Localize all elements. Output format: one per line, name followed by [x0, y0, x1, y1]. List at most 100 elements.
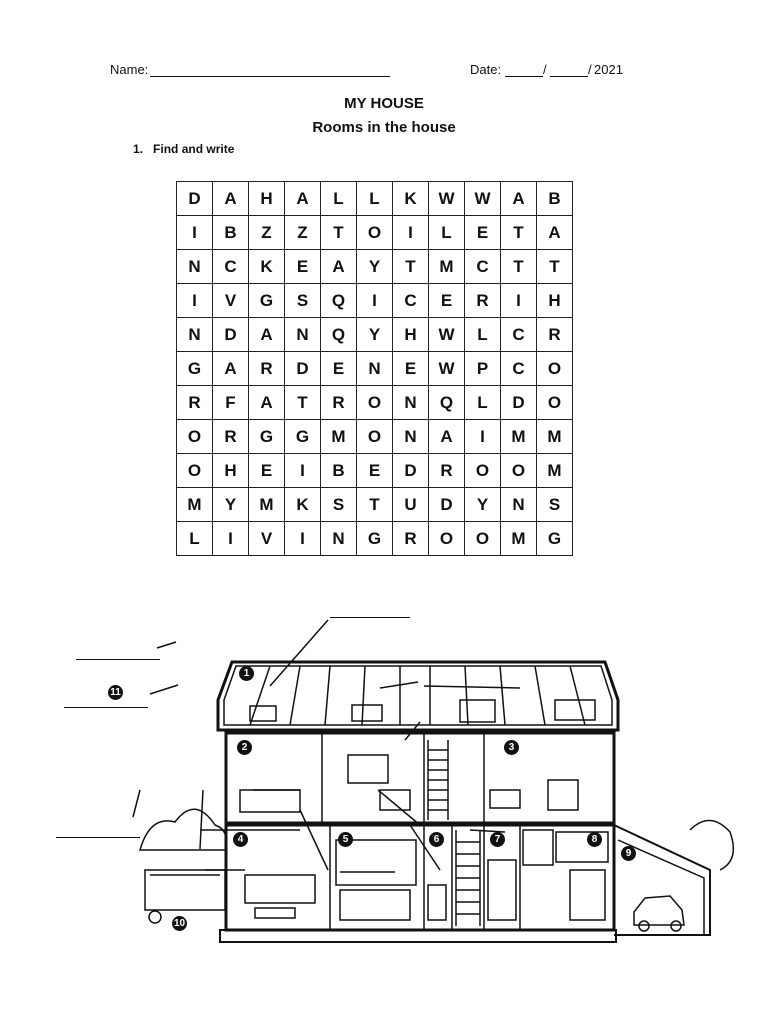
word-search-cell[interactable]: O [176, 419, 213, 454]
answer-blank-4[interactable] [56, 837, 140, 838]
word-search-cell[interactable]: I [464, 419, 501, 454]
word-search-cell[interactable]: A [284, 181, 321, 216]
word-search-cell[interactable]: G [248, 283, 285, 318]
word-search-cell[interactable]: A [248, 317, 285, 352]
word-search-cell[interactable]: W [428, 351, 465, 386]
word-search-cell[interactable]: G [284, 419, 321, 454]
word-search-cell[interactable]: A [500, 181, 537, 216]
word-search-cell[interactable]: M [320, 419, 357, 454]
word-search-cell[interactable]: R [176, 385, 213, 420]
word-search-cell[interactable]: E [464, 215, 501, 250]
word-search-cell[interactable]: N [176, 317, 213, 352]
word-search-cell[interactable]: A [212, 351, 249, 386]
word-search-cell[interactable]: A [536, 215, 573, 250]
word-search-cell[interactable]: R [392, 521, 429, 556]
word-search-cell[interactable]: G [356, 521, 393, 556]
word-search-cell[interactable]: O [464, 521, 501, 556]
word-search-cell[interactable]: T [392, 249, 429, 284]
word-search-cell[interactable]: R [248, 351, 285, 386]
word-search-cell[interactable]: Y [464, 487, 501, 522]
word-search-cell[interactable]: W [464, 181, 501, 216]
word-search-cell[interactable]: G [248, 419, 285, 454]
word-search-cell[interactable]: A [212, 181, 249, 216]
word-search-cell[interactable]: Y [356, 249, 393, 284]
answer-blank-1[interactable] [330, 617, 410, 618]
word-search-cell[interactable]: V [212, 283, 249, 318]
word-search-cell[interactable]: O [356, 215, 393, 250]
word-search-cell[interactable]: Y [356, 317, 393, 352]
word-search-cell[interactable]: N [356, 351, 393, 386]
word-search-cell[interactable]: M [500, 521, 537, 556]
word-search-cell[interactable]: T [356, 487, 393, 522]
word-search-cell[interactable]: I [176, 215, 213, 250]
word-search-cell[interactable]: A [428, 419, 465, 454]
word-search-cell[interactable]: I [392, 215, 429, 250]
word-search-cell[interactable]: M [500, 419, 537, 454]
word-search-cell[interactable]: A [320, 249, 357, 284]
word-search-cell[interactable]: S [320, 487, 357, 522]
word-search-cell[interactable]: R [464, 283, 501, 318]
word-search-cell[interactable]: P [464, 351, 501, 386]
word-search-cell[interactable]: O [464, 453, 501, 488]
word-search-cell[interactable]: L [464, 317, 501, 352]
word-search-cell[interactable]: L [464, 385, 501, 420]
date-month-field[interactable] [550, 76, 588, 77]
word-search-cell[interactable]: I [176, 283, 213, 318]
word-search-cell[interactable]: D [392, 453, 429, 488]
word-search-cell[interactable]: M [248, 487, 285, 522]
word-search-cell[interactable]: O [500, 453, 537, 488]
word-search-cell[interactable]: T [536, 249, 573, 284]
word-search-cell[interactable]: V [248, 521, 285, 556]
word-search-cell[interactable]: I [212, 521, 249, 556]
word-search-cell[interactable]: E [392, 351, 429, 386]
word-search-cell[interactable]: D [176, 181, 213, 216]
word-search-cell[interactable]: L [176, 521, 213, 556]
word-search-cell[interactable]: C [500, 317, 537, 352]
word-search-cell[interactable]: D [212, 317, 249, 352]
word-search-cell[interactable]: W [428, 181, 465, 216]
word-search-cell[interactable]: N [320, 521, 357, 556]
answer-blank-3[interactable] [64, 707, 148, 708]
word-search-cell[interactable]: F [212, 385, 249, 420]
word-search-cell[interactable]: Q [428, 385, 465, 420]
word-search-cell[interactable]: M [428, 249, 465, 284]
word-search-cell[interactable]: N [176, 249, 213, 284]
word-search-cell[interactable]: E [356, 453, 393, 488]
answer-blank-2[interactable] [76, 659, 160, 660]
word-search-cell[interactable]: E [284, 249, 321, 284]
word-search-cell[interactable]: O [428, 521, 465, 556]
word-search-cell[interactable]: H [248, 181, 285, 216]
date-day-field[interactable] [505, 76, 543, 77]
word-search-cell[interactable]: L [320, 181, 357, 216]
word-search-cell[interactable]: N [500, 487, 537, 522]
word-search-cell[interactable]: G [176, 351, 213, 386]
word-search-cell[interactable]: S [536, 487, 573, 522]
word-search-cell[interactable]: C [212, 249, 249, 284]
word-search-cell[interactable]: H [212, 453, 249, 488]
word-search-cell[interactable]: T [284, 385, 321, 420]
word-search-cell[interactable]: E [248, 453, 285, 488]
word-search-cell[interactable]: M [536, 453, 573, 488]
word-search-cell[interactable]: D [428, 487, 465, 522]
word-search-cell[interactable]: T [500, 215, 537, 250]
word-search-cell[interactable]: Q [320, 317, 357, 352]
word-search-cell[interactable]: O [356, 385, 393, 420]
word-search-cell[interactable]: K [392, 181, 429, 216]
word-search-cell[interactable]: I [356, 283, 393, 318]
word-search-cell[interactable]: K [284, 487, 321, 522]
word-search-cell[interactable]: B [212, 215, 249, 250]
word-search-cell[interactable]: Z [248, 215, 285, 250]
word-search-cell[interactable]: W [428, 317, 465, 352]
word-search-cell[interactable]: C [500, 351, 537, 386]
word-search-cell[interactable]: T [500, 249, 537, 284]
word-search-cell[interactable]: E [320, 351, 357, 386]
word-search-cell[interactable]: R [536, 317, 573, 352]
word-search-cell[interactable]: U [392, 487, 429, 522]
word-search-cell[interactable]: O [536, 351, 573, 386]
word-search-cell[interactable]: M [536, 419, 573, 454]
word-search-cell[interactable]: L [356, 181, 393, 216]
word-search-cell[interactable]: N [392, 385, 429, 420]
word-search-cell[interactable]: R [428, 453, 465, 488]
word-search-cell[interactable]: G [536, 521, 573, 556]
word-search-cell[interactable]: M [176, 487, 213, 522]
